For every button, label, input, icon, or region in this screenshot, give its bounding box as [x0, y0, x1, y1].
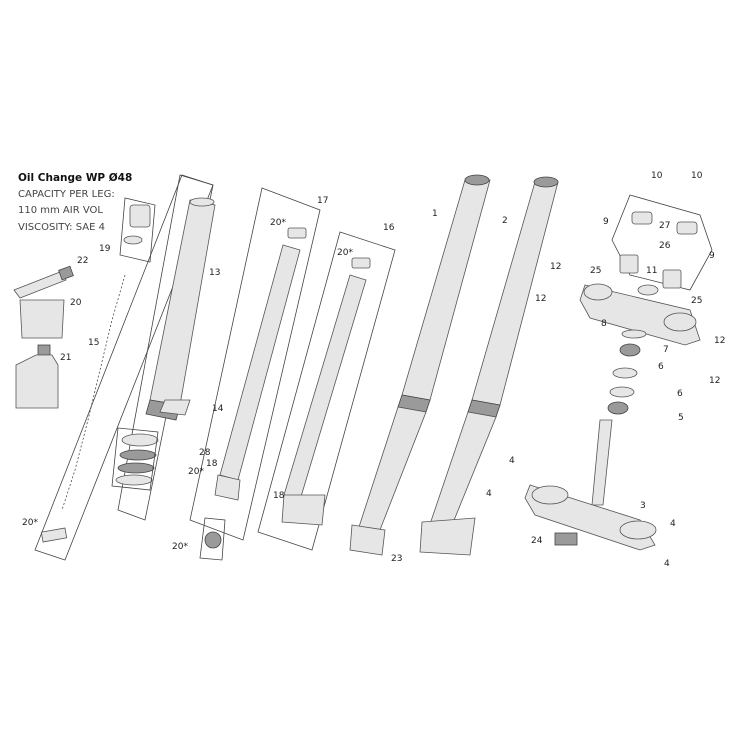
callout-23: 23	[391, 554, 402, 564]
fork-spring	[61, 274, 126, 511]
callout-5: 5	[678, 413, 684, 423]
callout-20b: 20*	[337, 248, 353, 258]
callout-20d: 20*	[172, 542, 188, 552]
oil-seal-bag	[19, 299, 65, 339]
callout-4c: 4	[670, 519, 676, 529]
callout-13: 13	[209, 268, 220, 278]
callout-22: 22	[77, 256, 88, 266]
info-viscosity: VISCOSITY: SAE 4	[18, 221, 105, 233]
callout-18a: 18	[206, 459, 218, 469]
callout-20a: 20*	[270, 218, 286, 228]
callout-11: 11	[646, 266, 657, 276]
callout-2: 2	[502, 216, 508, 226]
callout-4b: 4	[486, 489, 492, 499]
callout-15: 15	[88, 338, 99, 348]
lower-triple-clamp	[524, 419, 657, 551]
info-capacity: CAPACITY PER LEG:	[18, 188, 115, 200]
callout-28: 28	[199, 448, 211, 458]
callout-7: 7	[663, 345, 669, 355]
callout-8: 8	[601, 319, 607, 329]
callout-4d: 4	[664, 559, 670, 569]
info-air-vol: 110 mm AIR VOL	[18, 205, 103, 216]
inner-tube-panel-16	[257, 231, 396, 551]
callout-1: 1	[432, 209, 438, 219]
callout-20f: 20*	[22, 518, 38, 528]
callout-24: 24	[531, 536, 543, 546]
callout-20c: 20*	[188, 467, 204, 477]
callout-3: 3	[640, 501, 646, 511]
fork-leg-1	[349, 174, 491, 556]
oil-change-info: Oil Change WP Ø48 CAPACITY PER LEG: 110 …	[18, 170, 132, 236]
callout-10a: 10	[651, 171, 663, 181]
callout-14: 14	[212, 404, 224, 414]
callout-10b: 10	[691, 171, 703, 181]
callout-12a: 12	[550, 262, 561, 272]
callout-20e: 20	[70, 298, 82, 308]
callout-12b: 12	[535, 294, 546, 304]
fork-leg-2	[419, 176, 559, 556]
callout-12c: 12	[714, 336, 725, 346]
callout-26: 26	[659, 241, 671, 251]
oil-bottle	[15, 344, 59, 409]
callout-9a: 9	[603, 217, 609, 227]
callout-21: 21	[60, 353, 71, 363]
callout-25a: 25	[590, 266, 601, 276]
callout-25b: 25	[691, 296, 702, 306]
callout-6b: 6	[677, 389, 683, 399]
inner-tube-panel-17	[189, 187, 321, 561]
grease-tube	[13, 265, 74, 299]
callout-19: 19	[99, 244, 111, 254]
callout-17: 17	[317, 196, 328, 206]
callout-9b: 9	[709, 251, 715, 261]
upper-triple-clamp	[579, 194, 713, 415]
cartridge-panel	[111, 174, 216, 521]
callout-4a: 4	[509, 456, 515, 466]
callout-12d: 12	[709, 376, 720, 386]
callout-27: 27	[659, 221, 670, 231]
callout-16: 16	[383, 223, 395, 233]
callout-6a: 6	[658, 362, 664, 372]
callout-18b: 18	[273, 491, 285, 501]
info-title: Oil Change WP Ø48	[18, 172, 133, 184]
callout-labels: 10 10 9 9 27 26 12 12 25 25 11 8 7 6 6 5…	[22, 171, 725, 569]
